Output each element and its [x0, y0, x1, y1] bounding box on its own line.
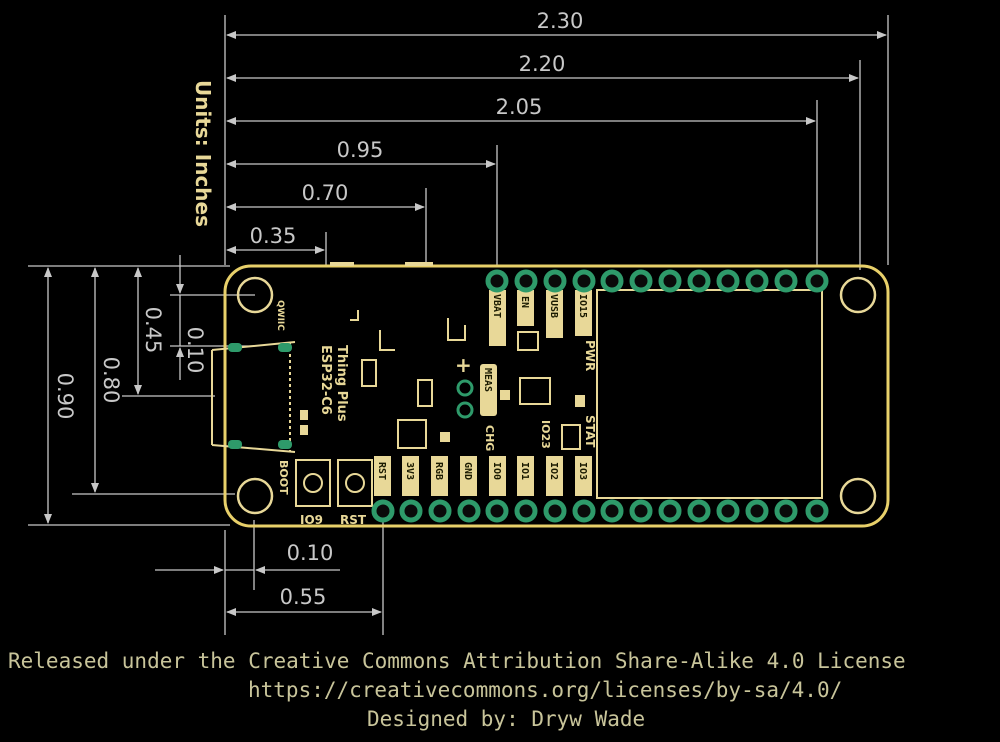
pin-label-gnd: GND: [462, 462, 473, 480]
header-pad: [371, 499, 395, 523]
dim-0-10-horizontal: 0.10: [287, 541, 334, 565]
header-pad: [600, 269, 624, 293]
header-pad: [629, 269, 653, 293]
chg-label: CHG: [483, 425, 496, 451]
header-pad: [543, 499, 567, 523]
bottom-dimensions: [155, 520, 384, 635]
header-pad: [457, 499, 481, 523]
io9-label: IO9: [300, 513, 323, 527]
module-outline: [596, 289, 823, 499]
pin-label-vbat: VBAT: [491, 294, 502, 318]
units-label: Units: Inches: [191, 80, 215, 227]
header-pad: [805, 269, 829, 293]
pin-label-rst: RST: [376, 462, 387, 480]
mounting-hole: [839, 276, 877, 314]
header-pad: [572, 499, 596, 523]
bottom-pin-labels: RST 3V3 RGB GND IO0 IO1 IO2 IO3: [374, 456, 592, 496]
stat-label: STAT: [583, 415, 597, 448]
plus-mark: +: [455, 353, 472, 377]
header-pad: [658, 269, 682, 293]
header-pad: [629, 499, 653, 523]
header-pad: [687, 499, 711, 523]
pin-label-io1: IO1: [519, 462, 530, 480]
header-pad: [716, 269, 740, 293]
header-pad: [485, 269, 509, 293]
dim-0-10-vertical: 0.10: [183, 327, 207, 374]
header-pad: [399, 499, 423, 523]
header-pad: [687, 269, 711, 293]
pin-label-io0: IO0: [491, 462, 502, 480]
dim-0-80: 0.80: [99, 357, 123, 404]
pin-label-io15: IO15: [577, 294, 588, 318]
pin-label-en: EN: [519, 296, 530, 308]
mounting-hole: [236, 276, 274, 314]
header-pad: [485, 499, 509, 523]
rst-button-label: RST: [340, 513, 367, 527]
mounting-hole: [839, 477, 877, 515]
io23-label: IO23: [539, 420, 552, 449]
pin-label-vusb: VUSB: [548, 294, 559, 318]
license-url: https://creativecommons.org/licenses/by-…: [248, 678, 842, 702]
header-pad: [745, 499, 769, 523]
top-dimensions: [224, 15, 889, 270]
header-pad: [514, 499, 538, 523]
board-title-line2: ESP32-C6: [318, 345, 333, 415]
boot-button: [295, 459, 331, 507]
pin-label-io3: IO3: [577, 462, 588, 480]
designer-credit: Designed by: Dryw Wade: [367, 707, 645, 731]
vertical-dimensions: [28, 255, 255, 526]
header-pad: [774, 499, 798, 523]
pin-label-rgb: RGB: [433, 462, 444, 480]
dim-2-20: 2.20: [519, 52, 566, 76]
top-pin-labels: VBAT EN VUSB IO15: [489, 290, 592, 346]
mounting-hole: [236, 477, 274, 515]
dim-0-35: 0.35: [250, 224, 297, 248]
header-pad: [716, 499, 740, 523]
header-pads: [371, 269, 829, 523]
meas-label: MEAS: [482, 368, 493, 392]
board-title-line1: Thing Plus: [334, 345, 349, 422]
usb-c-connector: [211, 341, 296, 453]
boot-label: BOOT: [277, 460, 290, 495]
pcb-board: +: [211, 262, 890, 528]
pin-label-io2: IO2: [548, 462, 559, 480]
pwr-label: PWR: [583, 340, 597, 371]
header-pad: [774, 269, 798, 293]
dim-2-05: 2.05: [496, 95, 543, 119]
header-pad: [600, 499, 624, 523]
header-pad: [572, 269, 596, 293]
header-pad: [745, 269, 769, 293]
header-pad: [428, 499, 452, 523]
dim-0-70: 0.70: [302, 181, 349, 205]
header-pad: [514, 269, 538, 293]
pin-label-3v3: 3V3: [404, 462, 415, 480]
qwiic-label: QWIIC: [275, 300, 285, 331]
dim-0-55: 0.55: [280, 585, 327, 609]
header-pad: [543, 269, 567, 293]
license-text: Released under the Creative Commons Attr…: [8, 649, 906, 673]
rst-button: [337, 459, 373, 507]
header-pad: [805, 499, 829, 523]
dim-0-95: 0.95: [337, 138, 384, 162]
header-pad: [658, 499, 682, 523]
dim-0-90: 0.90: [53, 373, 77, 420]
dim-0-45: 0.45: [141, 307, 165, 354]
dim-2-30: 2.30: [537, 9, 584, 33]
